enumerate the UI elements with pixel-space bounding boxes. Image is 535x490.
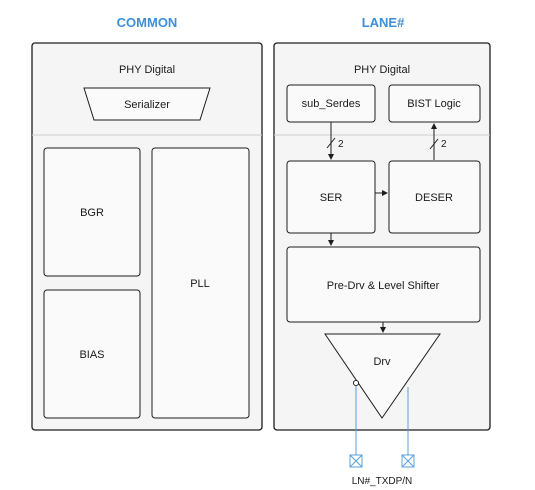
serializer-label: Serializer xyxy=(124,99,170,111)
bus-deser-to-bist: 2 xyxy=(429,123,447,160)
bus-slash-left xyxy=(326,137,336,149)
common-panel: PHY Digital Serializer BGR BIAS PLL xyxy=(31,42,263,431)
sub-serdes-block: sub_Serdes xyxy=(286,84,376,123)
ser-label: SER xyxy=(320,192,343,204)
lane-header: LANE# xyxy=(362,15,405,30)
drv-label: Drv xyxy=(373,356,391,368)
pll-block: PLL xyxy=(151,147,250,419)
bias-block: BIAS xyxy=(43,289,141,419)
bist-logic-label: BIST Logic xyxy=(407,98,461,110)
predrv-level-shifter-block: Pre-Drv & Level Shifter xyxy=(286,246,481,323)
bias-label: BIAS xyxy=(79,349,104,361)
sub-serdes-label: sub_Serdes xyxy=(302,98,361,110)
lane-phy-digital-title: PHY Digital xyxy=(354,64,410,76)
common-header: COMMON xyxy=(117,15,178,30)
pll-label: PLL xyxy=(190,278,210,290)
common-phy-digital-title: PHY Digital xyxy=(119,64,175,76)
predrv-label: Pre-Drv & Level Shifter xyxy=(327,280,440,292)
bus-width-right-label: 2 xyxy=(441,139,447,150)
bus-sub-serdes-to-ser: 2 xyxy=(326,122,344,160)
drv-block: Drv xyxy=(324,333,441,419)
drv-inverting-bubble xyxy=(352,379,360,387)
txdp-pad-icon xyxy=(349,454,363,468)
bus-width-left-label: 2 xyxy=(338,139,344,150)
lane-panel: PHY Digital sub_Serdes BIST Logic 2 2 SE… xyxy=(273,42,491,431)
pad-label: LN#_TXDP/N xyxy=(352,476,413,487)
bus-slash-right xyxy=(429,138,439,150)
bgr-label: BGR xyxy=(80,207,104,219)
ser-block: SER xyxy=(286,160,376,234)
deser-label: DESER xyxy=(415,192,453,204)
txdn-pad-icon xyxy=(401,454,415,468)
deser-block: DESER xyxy=(388,160,481,234)
serializer-block: Serializer xyxy=(83,87,211,121)
bist-logic-block: BIST Logic xyxy=(388,84,481,123)
bgr-block: BGR xyxy=(43,147,141,277)
